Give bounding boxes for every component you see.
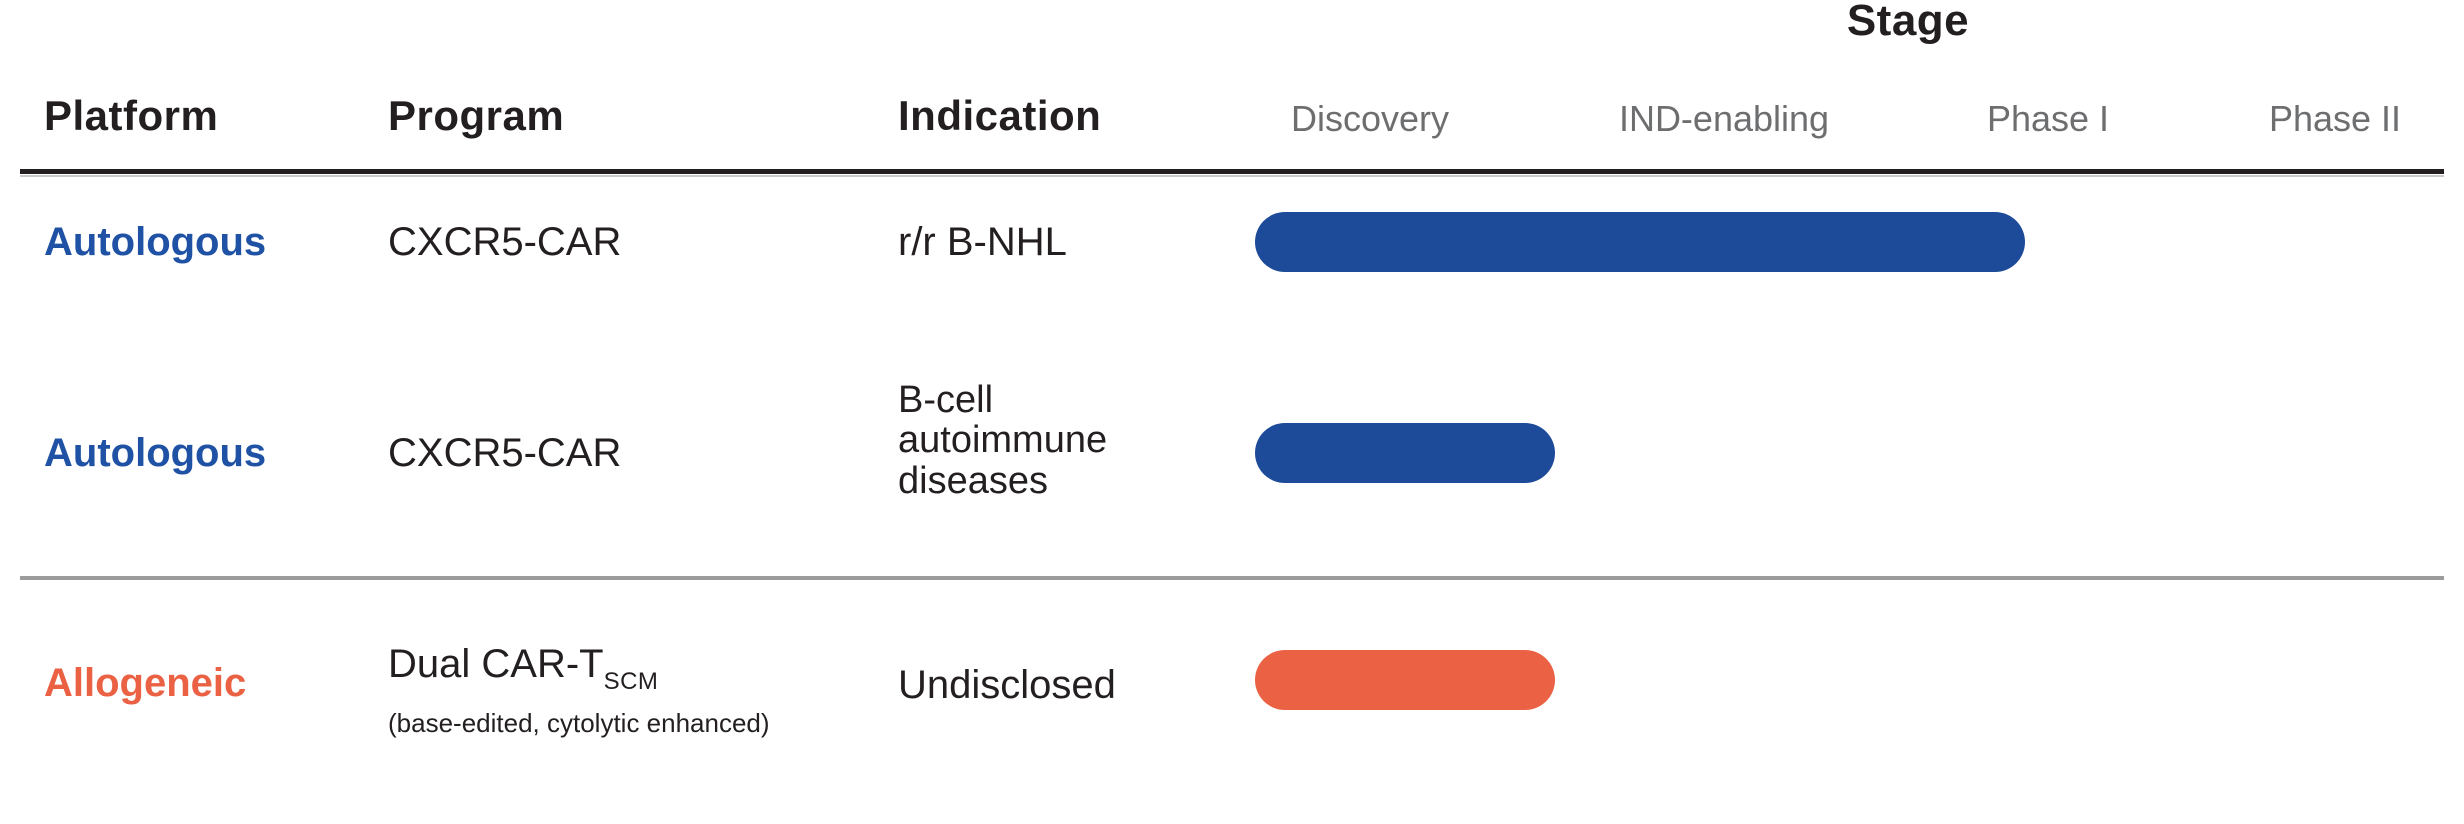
row3-pipeline-bar bbox=[1255, 650, 1555, 710]
stage-column-phase-2: Phase II bbox=[2268, 98, 2402, 139]
row2-program: CXCR5-CAR bbox=[388, 431, 622, 475]
column-header-indication: Indication bbox=[898, 92, 1102, 139]
row3-indication: Undisclosed bbox=[898, 663, 1116, 707]
header-rule bbox=[20, 169, 2444, 174]
row2-indication: B-cell autoimmune diseases bbox=[898, 379, 1108, 502]
row3-platform: Allogeneic bbox=[44, 661, 247, 705]
row1-pipeline-bar bbox=[1255, 212, 2025, 272]
stage-column-ind-enabling: IND-enabling bbox=[1618, 98, 1830, 139]
row3-program-subscript: SCM bbox=[603, 668, 659, 695]
stage-column-discovery: Discovery bbox=[1290, 98, 1450, 139]
row2-pipeline-bar bbox=[1255, 423, 1555, 483]
row3-program-name: Dual CAR-T bbox=[388, 642, 604, 686]
header-rule-shadow bbox=[20, 175, 2444, 177]
row1-indication: r/r B-NHL bbox=[898, 220, 1067, 264]
column-header-platform: Platform bbox=[44, 92, 219, 139]
row-divider bbox=[20, 576, 2444, 580]
row1-platform: Autologous bbox=[44, 220, 267, 264]
stage-group-title: Stage bbox=[1846, 0, 1970, 45]
row1-program: CXCR5-CAR bbox=[388, 220, 622, 264]
row3-program: Dual CAR-TSCM bbox=[388, 642, 658, 696]
column-header-program: Program bbox=[388, 92, 565, 139]
row2-platform: Autologous bbox=[44, 431, 267, 475]
stage-column-phase-1: Phase I bbox=[1986, 98, 2110, 139]
row3-program-note: (base-edited, cytolytic enhanced) bbox=[388, 708, 770, 738]
